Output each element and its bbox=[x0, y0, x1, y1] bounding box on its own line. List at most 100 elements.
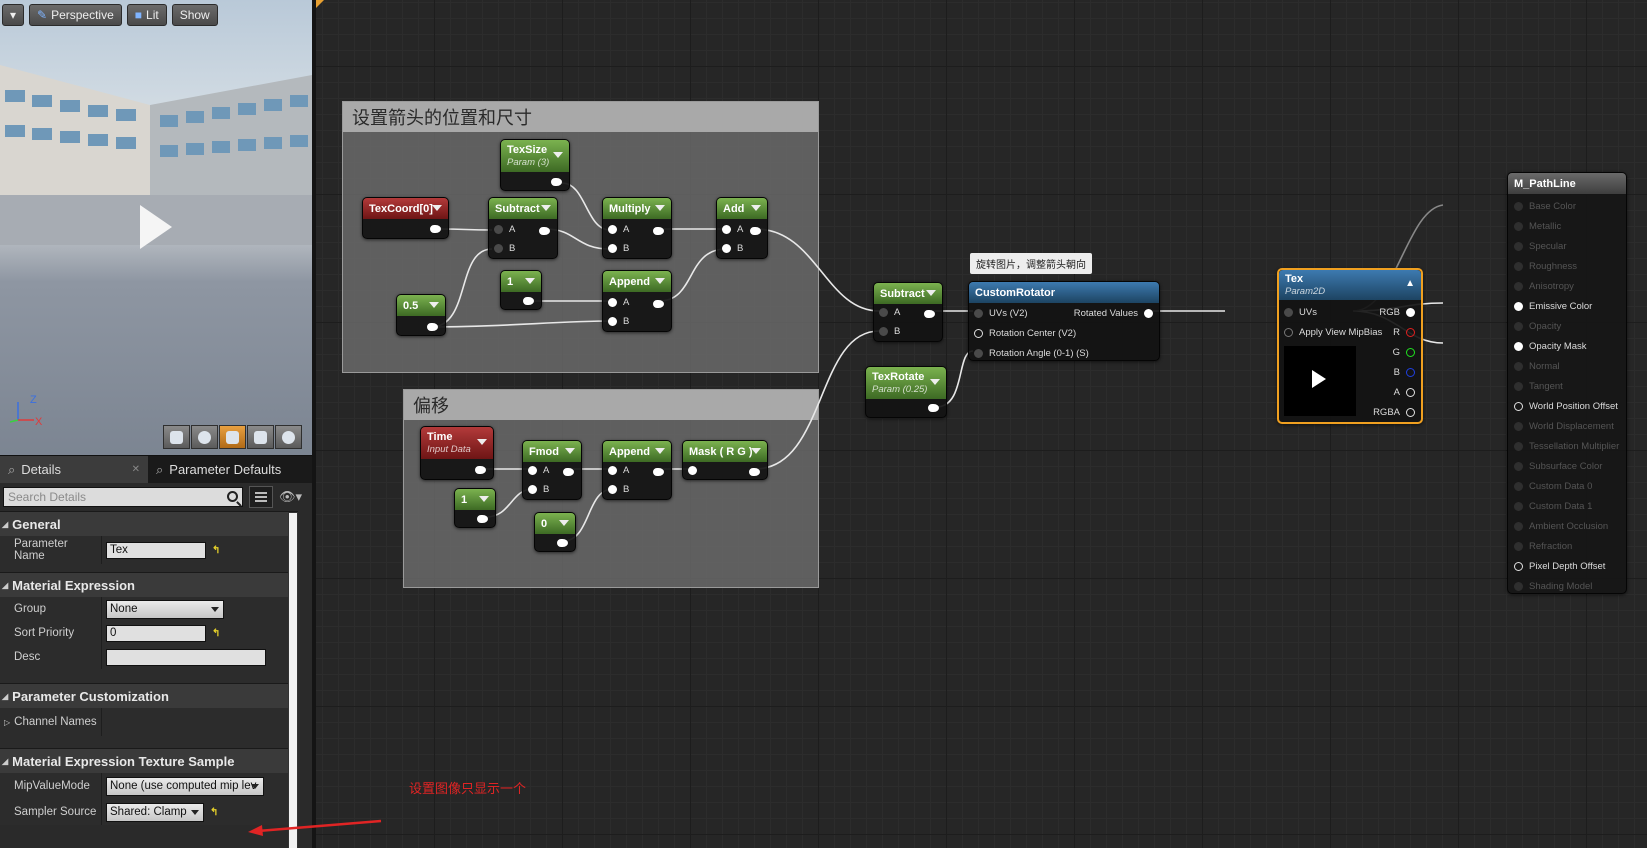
input-pin-a[interactable]: A bbox=[608, 224, 629, 235]
collapse-node-icon[interactable] bbox=[479, 496, 489, 502]
cylinder-preview-button[interactable] bbox=[163, 425, 190, 449]
result-pin[interactable]: Normal bbox=[1514, 361, 1560, 372]
lit-button[interactable]: ■Lit bbox=[126, 4, 167, 26]
viewport-options-button[interactable]: ▾ bbox=[2, 4, 24, 26]
perspective-button[interactable]: ✎Perspective bbox=[29, 4, 122, 26]
input-pin-a[interactable]: A bbox=[494, 224, 515, 235]
input-pin-b[interactable]: B bbox=[608, 243, 629, 254]
collapse-node-icon[interactable] bbox=[926, 290, 936, 296]
result-pin[interactable]: Base Color bbox=[1514, 201, 1576, 212]
result-pin[interactable]: Tangent bbox=[1514, 381, 1563, 392]
node-constant-0.5[interactable]: 0.5 bbox=[396, 294, 446, 336]
collapse-node-icon[interactable] bbox=[525, 278, 535, 284]
tab-details[interactable]: ⌕ Details ✕ bbox=[0, 456, 148, 483]
output-pin-rotated-values[interactable]: Rotated Values bbox=[1074, 308, 1153, 319]
collapse-node-icon[interactable] bbox=[655, 448, 665, 454]
node-mask-rg[interactable]: Mask ( R G ) bbox=[682, 440, 768, 480]
sort-priority-input[interactable]: 0 bbox=[106, 624, 206, 642]
node-multiply[interactable]: Multiply A B bbox=[602, 197, 672, 259]
node-subtract-1[interactable]: Subtract A B bbox=[488, 197, 558, 259]
collapse-node-icon[interactable] bbox=[655, 205, 665, 211]
output-pin[interactable] bbox=[749, 468, 760, 476]
collapse-node-icon[interactable] bbox=[541, 205, 551, 211]
input-pin-b[interactable]: B bbox=[608, 484, 629, 495]
sphere-preview-button[interactable] bbox=[191, 425, 218, 449]
collapse-node-icon[interactable] bbox=[751, 205, 761, 211]
search-input[interactable]: Search Details bbox=[3, 487, 243, 507]
output-pin[interactable] bbox=[653, 300, 664, 308]
node-custom-rotator[interactable]: CustomRotator UVs (V2) Rotation Center (… bbox=[968, 281, 1160, 361]
output-pin[interactable] bbox=[551, 178, 562, 186]
result-pin[interactable]: World Displacement bbox=[1514, 421, 1614, 432]
details-scrollbar[interactable] bbox=[288, 512, 298, 848]
output-pin[interactable] bbox=[539, 227, 550, 235]
section-general[interactable]: ◢General bbox=[0, 511, 298, 536]
output-pin[interactable] bbox=[557, 539, 568, 547]
input-pin-a[interactable]: A bbox=[608, 465, 629, 476]
reset-to-default-icon[interactable]: ↰ bbox=[212, 544, 221, 556]
result-pin[interactable]: Pixel Depth Offset bbox=[1514, 561, 1605, 572]
result-pin[interactable]: Metallic bbox=[1514, 221, 1561, 232]
result-pin[interactable]: Subsurface Color bbox=[1514, 461, 1602, 472]
collapse-node-icon[interactable] bbox=[751, 448, 761, 454]
parameter-name-input[interactable]: Tex bbox=[106, 541, 206, 559]
section-parameter-customization[interactable]: ◢Parameter Customization bbox=[0, 683, 298, 708]
input-pin-uvs[interactable]: UVs bbox=[1284, 307, 1317, 318]
input-pin-b[interactable]: B bbox=[494, 243, 515, 254]
node-texcoord[interactable]: TexCoord[0] bbox=[362, 197, 449, 239]
output-pin[interactable] bbox=[653, 227, 664, 235]
close-icon[interactable]: ✕ bbox=[131, 464, 140, 475]
output-pin[interactable] bbox=[653, 468, 664, 476]
collapse-node-icon[interactable] bbox=[432, 205, 442, 211]
section-texture-sample[interactable]: ◢Material Expression Texture Sample bbox=[0, 748, 298, 773]
node-constant-1b[interactable]: 1 bbox=[454, 488, 496, 528]
output-pin[interactable] bbox=[427, 323, 438, 331]
view-list-button[interactable] bbox=[249, 486, 273, 508]
output-pin[interactable] bbox=[475, 466, 486, 474]
output-pin[interactable] bbox=[924, 310, 935, 318]
cube-preview-button[interactable] bbox=[247, 425, 274, 449]
result-pin[interactable]: Ambient Occlusion bbox=[1514, 521, 1608, 532]
input-pin-b[interactable]: B bbox=[879, 326, 900, 337]
collapse-node-icon[interactable] bbox=[559, 520, 569, 526]
result-pin[interactable]: Shading Model bbox=[1514, 581, 1592, 592]
result-pin[interactable]: Refraction bbox=[1514, 541, 1572, 552]
collapse-node-icon[interactable] bbox=[553, 152, 563, 158]
result-pin[interactable]: Anisotropy bbox=[1514, 281, 1574, 292]
input-pin-apply-view-mipbias[interactable]: Apply View MipBias bbox=[1284, 327, 1382, 338]
section-material-expression[interactable]: ◢Material Expression bbox=[0, 572, 298, 597]
input-pin-a[interactable]: A bbox=[722, 224, 743, 235]
result-pin[interactable]: Opacity bbox=[1514, 321, 1561, 332]
output-pin[interactable] bbox=[477, 515, 488, 523]
desc-input[interactable] bbox=[106, 648, 266, 666]
eye-icon[interactable]: 👁▾ bbox=[279, 489, 303, 504]
input-pin-b[interactable]: B bbox=[722, 243, 743, 254]
input-pin-b[interactable]: B bbox=[528, 484, 549, 495]
result-pin[interactable]: Emissive Color bbox=[1514, 301, 1592, 312]
reset-to-default-icon[interactable]: ↰ bbox=[210, 806, 219, 818]
output-pin-r[interactable]: R bbox=[1393, 327, 1415, 338]
node-append-2[interactable]: Append A B bbox=[602, 440, 672, 500]
collapse-node-icon[interactable] bbox=[429, 302, 439, 308]
input-pin[interactable] bbox=[688, 466, 697, 475]
node-fmod[interactable]: Fmod A B bbox=[522, 440, 582, 500]
output-pin[interactable] bbox=[928, 404, 939, 412]
result-pin[interactable]: Roughness bbox=[1514, 261, 1577, 272]
result-pin[interactable]: Custom Data 1 bbox=[1514, 501, 1592, 512]
collapse-node-icon[interactable] bbox=[655, 278, 665, 284]
node-subtract-2[interactable]: Subtract A B bbox=[873, 282, 943, 342]
output-pin-g[interactable]: G bbox=[1393, 347, 1415, 358]
collapse-node-icon[interactable] bbox=[477, 439, 487, 445]
input-pin-uvs[interactable]: UVs (V2) bbox=[974, 308, 1028, 319]
show-button[interactable]: Show bbox=[171, 4, 218, 26]
input-pin-b[interactable]: B bbox=[608, 316, 629, 327]
collapse-node-icon[interactable] bbox=[565, 448, 575, 454]
collapse-arrow-icon[interactable]: ▲ bbox=[1405, 278, 1415, 289]
result-pin[interactable]: Tessellation Multiplier bbox=[1514, 441, 1619, 452]
group-dropdown[interactable]: None bbox=[106, 599, 224, 619]
